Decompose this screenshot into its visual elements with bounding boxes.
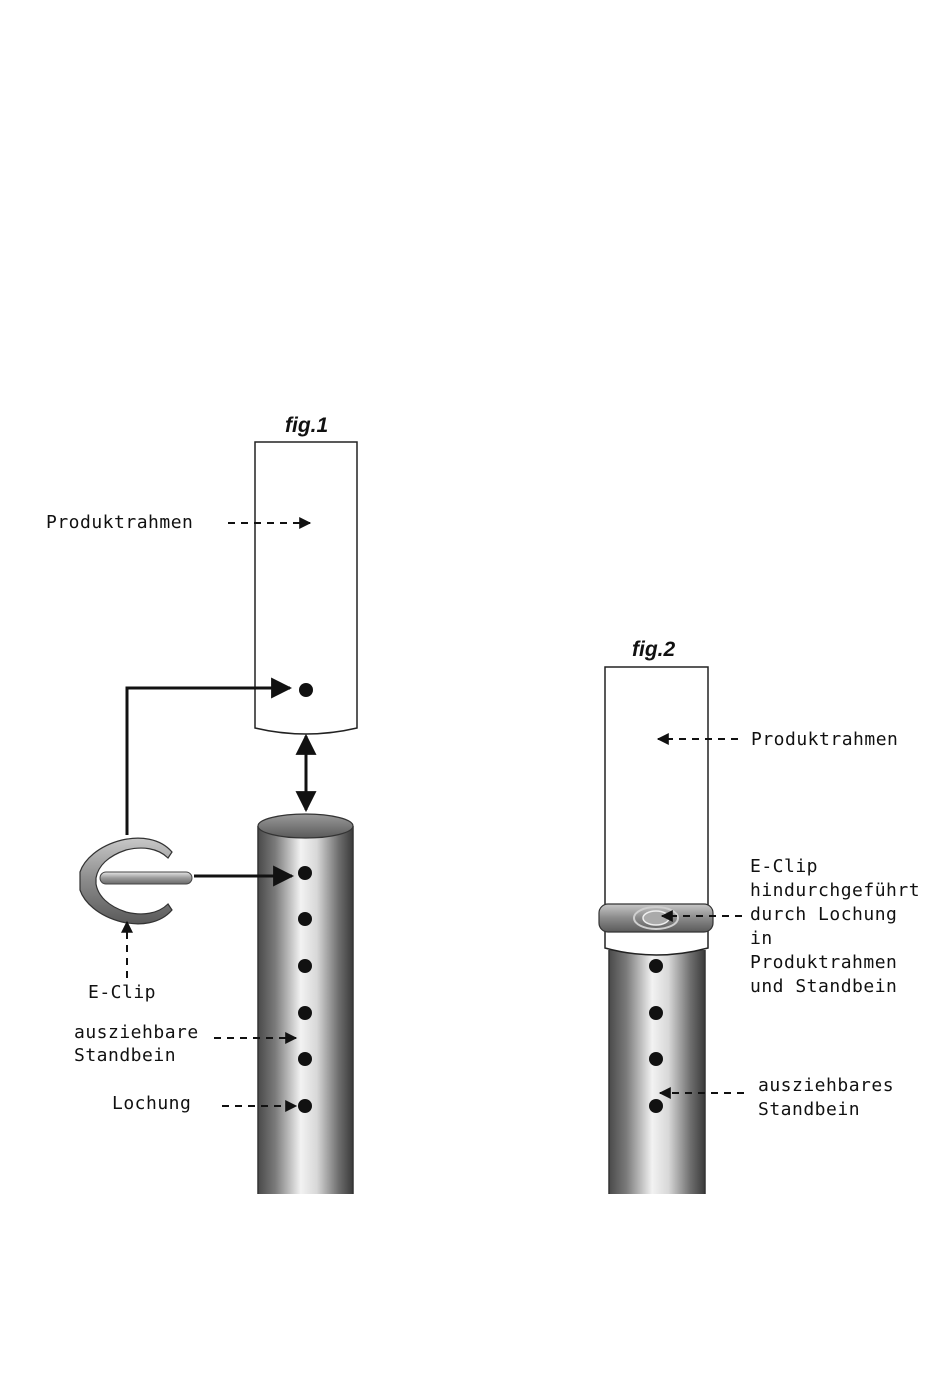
clip-label-line2: hindurchgeführt bbox=[750, 880, 920, 901]
leg-hole bbox=[298, 1006, 312, 1020]
clip-label-line1: E-Clip bbox=[750, 856, 818, 877]
leg-hole bbox=[649, 1052, 663, 1066]
leg-hole bbox=[649, 1006, 663, 1020]
leg-label-line1: ausziehbares bbox=[758, 1075, 894, 1096]
figure-2: fig.2 Produktrahmen E-Clip hindurchgefüh… bbox=[599, 638, 920, 1194]
leg-label-line1: ausziehbare bbox=[74, 1022, 199, 1043]
leg-hole bbox=[298, 1052, 312, 1066]
extendable-leg-tube bbox=[609, 950, 705, 1194]
frame-label: Produktrahmen bbox=[46, 512, 193, 533]
figure-1: fig.1 Produktrahmen bbox=[46, 414, 357, 1194]
leg-label-line2: Standbein bbox=[74, 1045, 176, 1066]
clip-label-line6: und Standbein bbox=[750, 976, 897, 997]
clip-label: E-Clip bbox=[88, 982, 156, 1003]
e-clip bbox=[80, 838, 192, 924]
figure-2-title: fig.2 bbox=[632, 638, 675, 661]
leg-hole bbox=[298, 1099, 312, 1113]
frame-hole bbox=[299, 683, 313, 697]
leg-hole bbox=[298, 912, 312, 926]
clip-label-line4: in bbox=[750, 928, 773, 949]
leg-hole bbox=[298, 866, 312, 880]
e-clip-installed bbox=[599, 904, 713, 932]
frame-label: Produktrahmen bbox=[751, 729, 898, 750]
clip-label-line5: Produktrahmen bbox=[750, 952, 897, 973]
clip-label-line3: durch Lochung bbox=[750, 904, 897, 925]
leg-label-line2: Standbein bbox=[758, 1099, 860, 1120]
figure-1-title: fig.1 bbox=[285, 414, 328, 437]
leg-hole bbox=[649, 1099, 663, 1113]
leg-hole bbox=[649, 959, 663, 973]
holes-label: Lochung bbox=[112, 1093, 191, 1114]
leg-hole bbox=[298, 959, 312, 973]
